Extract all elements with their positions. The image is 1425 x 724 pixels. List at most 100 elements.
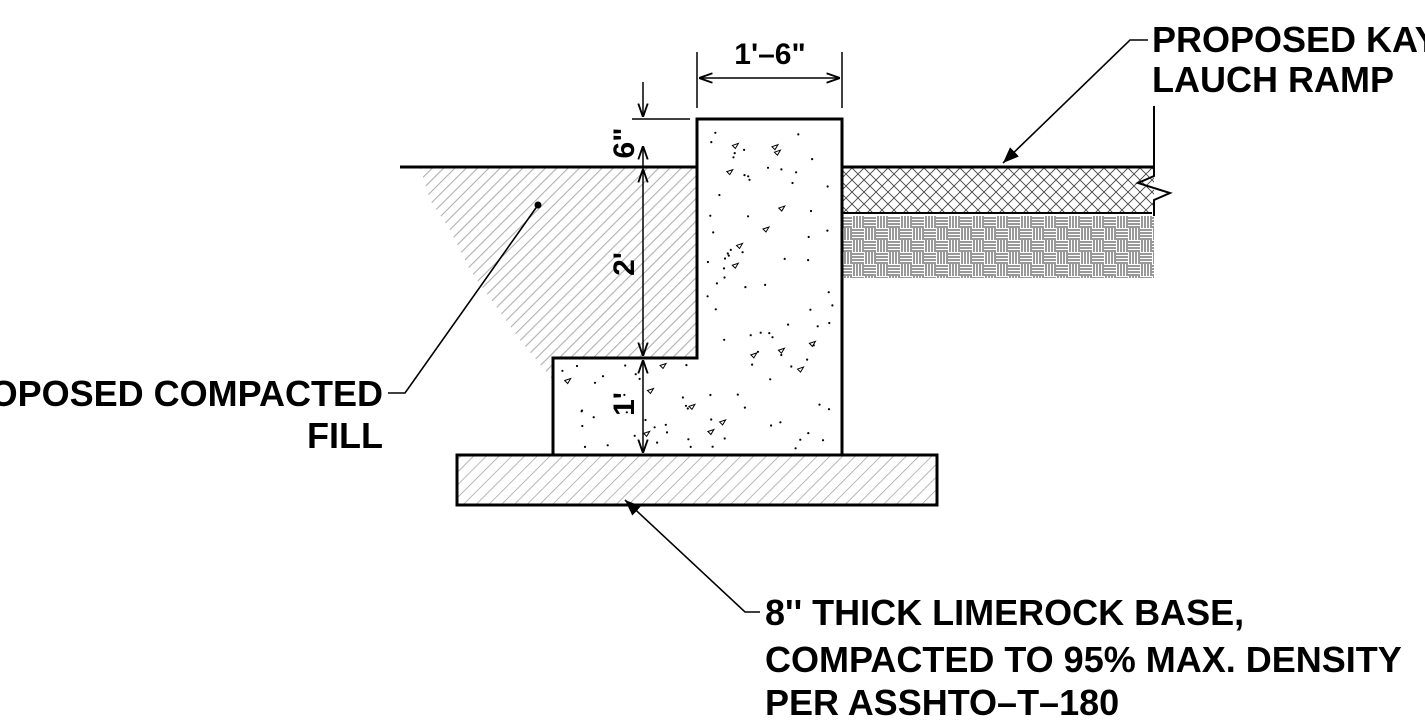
fill-label-line1: PROPOSED COMPACTED: [0, 373, 383, 414]
stipple-dot: [575, 364, 579, 368]
stipple-dot: [791, 181, 794, 185]
stipple-triangle: [718, 419, 727, 426]
stipple-dot: [711, 445, 714, 448]
stipple-dot: [685, 364, 688, 367]
ramp-label-line2: LAUCH RAMP: [1152, 59, 1394, 100]
stipple-dot: [743, 174, 746, 177]
stipple-dot: [741, 251, 744, 254]
stipple-triangle: [563, 377, 572, 385]
stipple-dot: [732, 156, 735, 159]
stipple-dot: [706, 260, 710, 264]
stipple-dot: [729, 248, 732, 251]
stipple-dot: [807, 432, 810, 435]
stipple-dot: [743, 148, 746, 151]
stipple-dot: [821, 439, 825, 442]
stipple-dot: [827, 408, 831, 411]
stipple-dot: [787, 323, 790, 326]
stipple-dot: [722, 267, 726, 270]
stipple-dot: [715, 282, 719, 285]
stipple-dot: [806, 358, 809, 361]
stipple-dot: [709, 214, 712, 217]
stipple-dot: [593, 381, 597, 384]
stipple-dot: [601, 375, 605, 378]
stipple-dot: [714, 131, 717, 134]
stipple-dot: [747, 175, 750, 178]
stipple-triangle: [762, 226, 771, 233]
stipple-dot: [795, 171, 798, 174]
stipple-dot: [665, 431, 669, 434]
stipple-dot: [653, 426, 656, 429]
stipple-dot: [623, 393, 626, 396]
stipple-dot: [684, 404, 688, 407]
stipple-dot: [710, 141, 713, 144]
fill-label-line2: FILL: [307, 415, 383, 456]
base-label-line3: PER ASSHTO–T–180: [765, 682, 1119, 723]
stipple-triangle: [771, 143, 780, 151]
stipple-dot: [723, 257, 727, 260]
stipple-dot: [581, 424, 584, 428]
stipple-triangle: [749, 351, 758, 359]
fill-leader: [388, 204, 539, 394]
ramp-slab-hatch: [842, 167, 1154, 213]
stipple-dot: [770, 424, 773, 427]
stipple-dot: [748, 178, 751, 181]
stipple-dot: [709, 393, 712, 397]
dim-1ft-label: 1': [608, 392, 641, 416]
stipple-triangle: [808, 340, 817, 348]
stipple-dot: [744, 286, 747, 289]
base-leader: [624, 499, 760, 613]
stipple-dot: [747, 215, 750, 218]
stipple-dot: [826, 229, 829, 232]
stipple-dot: [764, 283, 767, 286]
stipple-dot: [580, 410, 583, 413]
stipple-dot: [809, 209, 813, 213]
stipple-dot: [624, 364, 627, 367]
stipple-dot: [710, 418, 713, 421]
stipple-dot: [644, 418, 647, 422]
stipple-dot: [794, 447, 797, 450]
stipple-dot: [759, 331, 762, 334]
stipple-dot: [592, 416, 595, 419]
stipple-dot: [783, 257, 786, 260]
stipple-dot: [583, 445, 587, 448]
stipple-triangle: [777, 347, 786, 355]
stipple-dot: [687, 438, 690, 441]
stipple-dot: [826, 185, 829, 188]
ramp-label-line1: PROPOSED KAYAK: [1152, 19, 1425, 60]
ramp-subbase-hatch: [842, 216, 1154, 278]
stipple-dot: [749, 334, 752, 337]
ramp-break-line: [1135, 106, 1173, 216]
base-label-line2: COMPACTED TO 95% MAX. DENSITY: [765, 639, 1402, 680]
dim-6in-label: 6": [608, 128, 641, 159]
stipple-dot: [726, 252, 729, 255]
stipple-dot: [736, 393, 739, 396]
stipple-dot: [727, 254, 730, 257]
stipple-dot: [723, 338, 726, 341]
ramp-leader: [1002, 39, 1148, 164]
stipple-triangle: [777, 205, 786, 212]
stipple-dot: [606, 444, 609, 447]
stipple-triangle: [659, 362, 668, 370]
stipple-dot: [656, 441, 659, 444]
stipple-dot: [797, 133, 800, 136]
stipple-dot: [638, 377, 641, 380]
stipple-dot: [816, 325, 819, 328]
stipple-dot: [723, 276, 726, 279]
stipple-dot: [664, 423, 667, 426]
stipple-dot: [818, 403, 821, 406]
compacted-fill-hatch: [420, 167, 697, 380]
stipple-dot: [807, 259, 810, 262]
limerock-base: [455, 453, 939, 507]
stipple-dot: [828, 321, 831, 325]
stipple-dot: [771, 336, 774, 339]
stipple-dot: [743, 406, 747, 409]
stipple-triangle: [731, 262, 740, 270]
stipple-dot: [811, 158, 814, 161]
stipple-dot: [780, 353, 783, 357]
stipple-dot: [768, 332, 771, 335]
stipple-dot: [780, 168, 783, 171]
stipple-dot: [827, 291, 830, 294]
stipple-triangle: [731, 142, 740, 150]
